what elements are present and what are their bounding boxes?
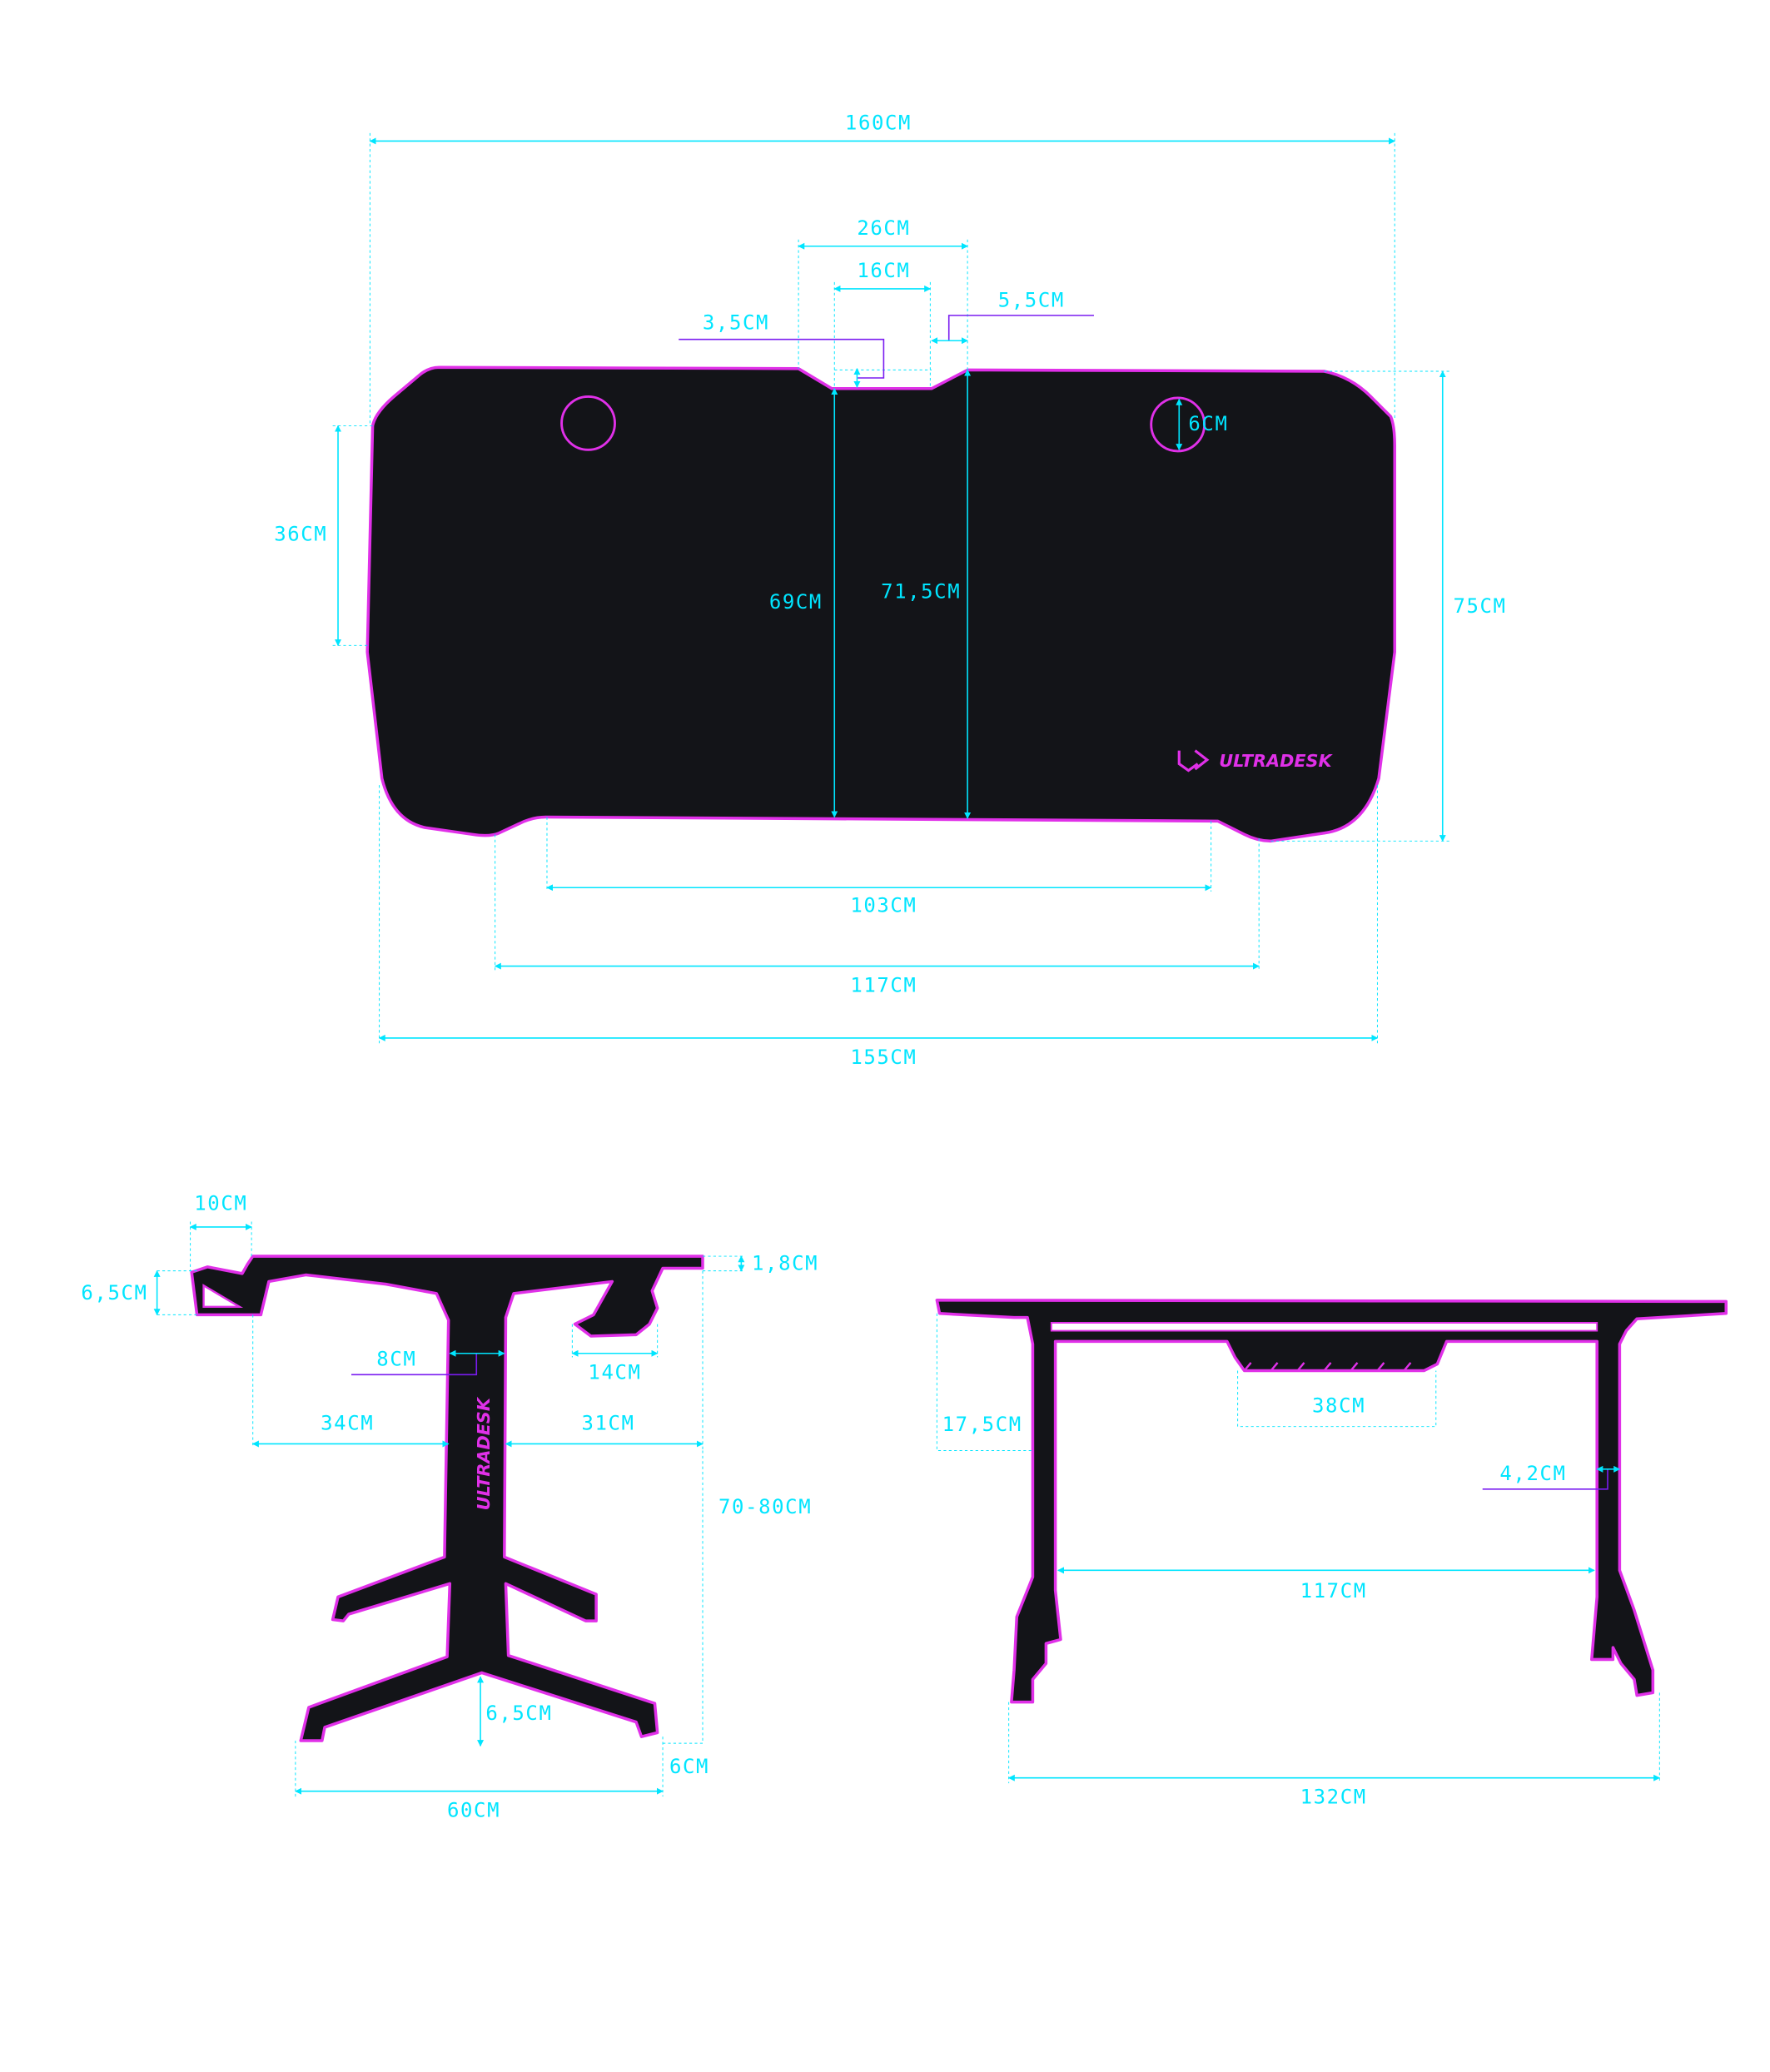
label-height-range: 70-80CM: [718, 1495, 812, 1518]
label-inner-leg-span: 117CM: [1300, 1579, 1367, 1602]
label-front-span: 117CM: [850, 974, 917, 997]
label-depth-center: 71,5CM: [881, 579, 961, 603]
label-notch-side: 5,5CM: [998, 288, 1065, 311]
cable-grommet-left: [560, 395, 616, 451]
label-hook-width: 10CM: [194, 1192, 247, 1215]
label-leg-width: 4,2CM: [1499, 1462, 1566, 1485]
ultradesk-logo-icon: [1177, 749, 1210, 773]
label-side-edge: 36CM: [274, 523, 327, 546]
label-hook-height: 6,5CM: [81, 1281, 147, 1304]
leader-3-5: [679, 338, 885, 379]
desktop-top-outline: [365, 365, 1396, 843]
top-view: ULTRADESK 160CM 26CM 16CM 3,5CM 5,5CM 69…: [274, 112, 1506, 1069]
label-overall-depth: 75CM: [1453, 594, 1506, 618]
label-notch-outer: 26CM: [857, 216, 910, 240]
label-drawer-width: 38CM: [1312, 1394, 1365, 1418]
leader-5-5: [947, 315, 1094, 341]
ultradesk-logo: ULTRADESK: [1177, 749, 1333, 773]
side-view: ULTRADESK 10CM 6,5CM 1,8CM 8CM 14CM 34CM…: [81, 1192, 818, 1822]
frame-crossbar-gap: [1050, 1322, 1598, 1332]
label-top-thickness: 1,8CM: [752, 1252, 818, 1275]
label-foot-offset: 6CM: [669, 1755, 709, 1778]
leader-8: [351, 1353, 478, 1376]
label-right-overhang: 31CM: [581, 1411, 634, 1434]
label-front-flat: 103CM: [850, 894, 917, 917]
label-overall-width: 160CM: [845, 112, 912, 135]
front-view: 17,5CM 38CM 4,2CM 117CM 132CM: [935, 1299, 1728, 1809]
label-bottom-width: 155CM: [850, 1046, 917, 1069]
label-notch-depth: 3,5CM: [703, 311, 769, 334]
desk-side-silhouette: [190, 1255, 704, 1742]
label-frame-drop: 17,5CM: [942, 1413, 1022, 1436]
label-grommet-diameter: 6CM: [1188, 412, 1228, 435]
label-cup-holder: 14CM: [588, 1361, 641, 1384]
label-column-width: 8CM: [376, 1348, 416, 1371]
label-foot-height: 6,5CM: [485, 1702, 552, 1725]
label-notch-inner: 16CM: [857, 259, 910, 282]
headphone-hook-gap: [202, 1284, 244, 1309]
desk-front-silhouette: [935, 1299, 1728, 1704]
label-depth-at-notch: 69CM: [769, 590, 823, 614]
label-left-overhang: 34CM: [321, 1411, 374, 1434]
logo-text: ULTRADESK: [1219, 751, 1333, 771]
label-foot-span: 132CM: [1300, 1786, 1367, 1809]
label-base-width: 60CM: [447, 1799, 500, 1822]
cable-grommet-right: [1150, 396, 1206, 453]
column-logo-text: ULTRADESK: [474, 1396, 494, 1510]
leader-4-2: [1482, 1468, 1608, 1490]
drawer-teeth: [1243, 1362, 1412, 1372]
